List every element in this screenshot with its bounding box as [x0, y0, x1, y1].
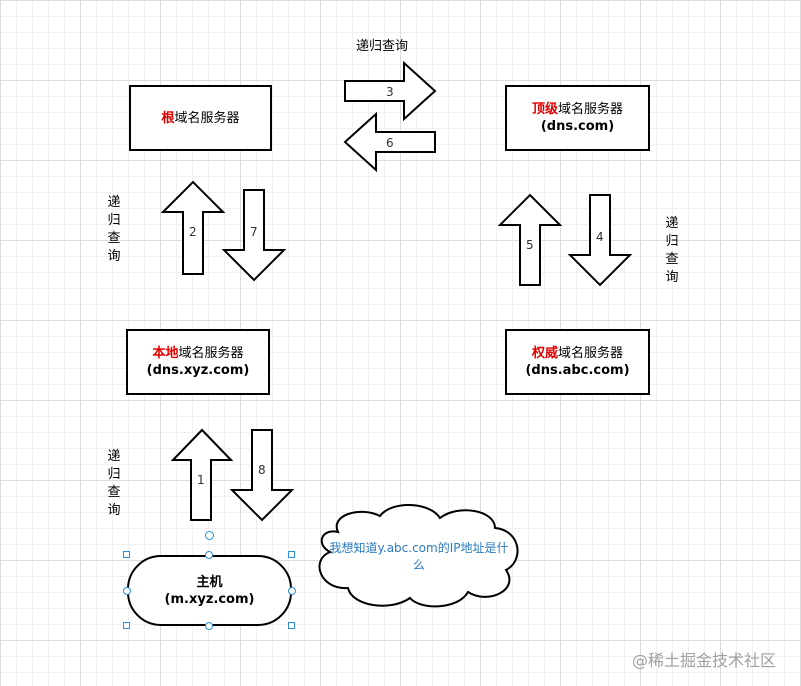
thought-cloud [318, 503, 519, 608]
authoritative-server-label: 权威域名服务器 [531, 346, 624, 361]
selection-handle[interactable] [123, 551, 130, 558]
recursive-query-label-top: 递归查询 [356, 39, 409, 54]
arrow-2-label: 2 [189, 225, 197, 239]
local-server-box[interactable]: 本地域名服务器 (dns.xyz.com) [126, 329, 270, 395]
selection-handle[interactable] [288, 622, 295, 629]
selection-handle[interactable] [205, 551, 213, 559]
arrow-7 [221, 189, 287, 282]
host-domain: (m.xyz.com) [164, 591, 255, 607]
arrow-5-label: 5 [526, 238, 534, 252]
tld-server-label: 顶级域名服务器 [531, 102, 624, 117]
tld-server-domain: (dns.com) [540, 119, 615, 134]
arrow-6-label: 6 [386, 136, 394, 150]
arrow-4 [567, 194, 633, 287]
tld-server-box[interactable]: 顶级域名服务器 (dns.com) [505, 85, 650, 151]
recursive-query-label-left-upper: 递归查询 [107, 195, 121, 264]
arrow-3-label: 3 [386, 85, 394, 99]
authoritative-server-domain: (dns.abc.com) [525, 363, 630, 378]
selection-handle[interactable] [288, 587, 296, 595]
host-title: 主机 [196, 574, 223, 590]
rotate-handle[interactable] [205, 531, 214, 540]
arrow-6 [343, 111, 436, 173]
root-server-box[interactable]: 根域名服务器 [129, 85, 272, 151]
recursive-query-label-right: 递归查询 [665, 216, 679, 285]
recursive-query-label-left-lower: 递归查询 [107, 449, 121, 518]
selection-handle[interactable] [288, 551, 295, 558]
watermark: @稀土掘金技术社区 [632, 651, 777, 670]
selection-handle[interactable] [205, 622, 213, 630]
local-server-domain: (dns.xyz.com) [146, 363, 250, 378]
arrow-8 [229, 429, 295, 522]
arrow-8-label: 8 [258, 463, 266, 477]
arrow-7-label: 7 [250, 225, 258, 239]
arrow-5 [497, 193, 563, 286]
authoritative-server-box[interactable]: 权威域名服务器 (dns.abc.com) [505, 329, 650, 395]
selection-handle[interactable] [123, 622, 130, 629]
root-server-label: 根域名服务器 [161, 110, 240, 126]
arrow-1 [170, 428, 234, 521]
arrow-2 [160, 180, 226, 275]
selection-handle[interactable] [123, 587, 131, 595]
arrow-1-label: 1 [197, 473, 205, 487]
arrow-4-label: 4 [596, 230, 604, 244]
arrow-3 [344, 60, 437, 122]
cloud-text: 我想知道y.abc.com的IP地址是什么 [329, 541, 509, 572]
local-server-label: 本地域名服务器 [152, 346, 244, 361]
